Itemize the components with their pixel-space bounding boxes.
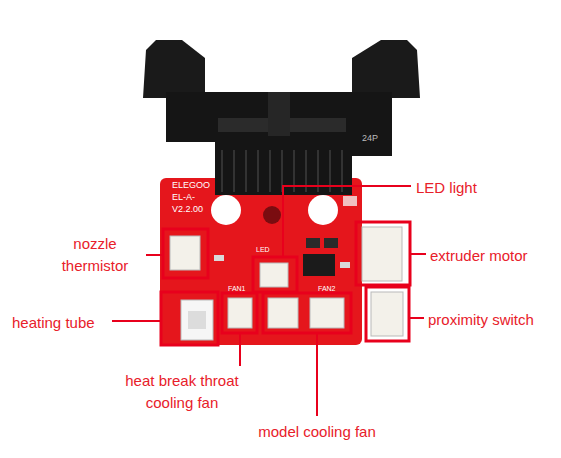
silkscreen-text: EL-A- <box>172 192 195 203</box>
part-label: extruder motor <box>430 245 528 267</box>
pad-array <box>343 196 357 206</box>
chip <box>303 254 335 276</box>
switch-connector <box>371 292 403 336</box>
part-label: model cooling fan <box>237 421 397 443</box>
chip <box>306 238 320 248</box>
leader-lines <box>112 186 426 416</box>
silkscreen-text: V2.2.00 <box>172 204 203 215</box>
silkscreen-text: FAN2 <box>318 284 336 293</box>
callout-frames <box>161 222 410 345</box>
mounting-hole <box>211 195 241 225</box>
fan-connector <box>310 298 344 328</box>
part-label: nozzle thermistor <box>45 233 145 277</box>
latch <box>143 40 205 98</box>
part-label: LED light <box>416 177 477 199</box>
part-label: proximity switch <box>428 309 534 331</box>
part-label: heating tube <box>12 312 95 334</box>
silkscreen-text: FAN1 <box>228 284 246 293</box>
fan-connector <box>228 298 252 328</box>
latch <box>352 40 420 98</box>
led-connector <box>260 263 288 287</box>
smd-part <box>214 255 224 261</box>
heater-socket <box>188 311 206 329</box>
thermistor-connector <box>170 236 200 270</box>
silkscreen-text: ELEGOO <box>172 180 210 191</box>
connector-marking: 24P <box>362 133 378 144</box>
motor-connector <box>362 227 402 281</box>
part-label: heat break throat cooling fan <box>112 370 252 414</box>
silkscreen-text: LED <box>256 245 270 254</box>
pcb <box>160 178 362 345</box>
heater-connector <box>181 300 213 340</box>
chip <box>324 238 338 248</box>
connector-key <box>268 92 290 136</box>
fan-connector <box>268 298 298 328</box>
screw-hole <box>263 206 281 224</box>
mounting-hole <box>308 195 338 225</box>
smd-part <box>340 262 350 268</box>
connector-body <box>350 92 392 156</box>
